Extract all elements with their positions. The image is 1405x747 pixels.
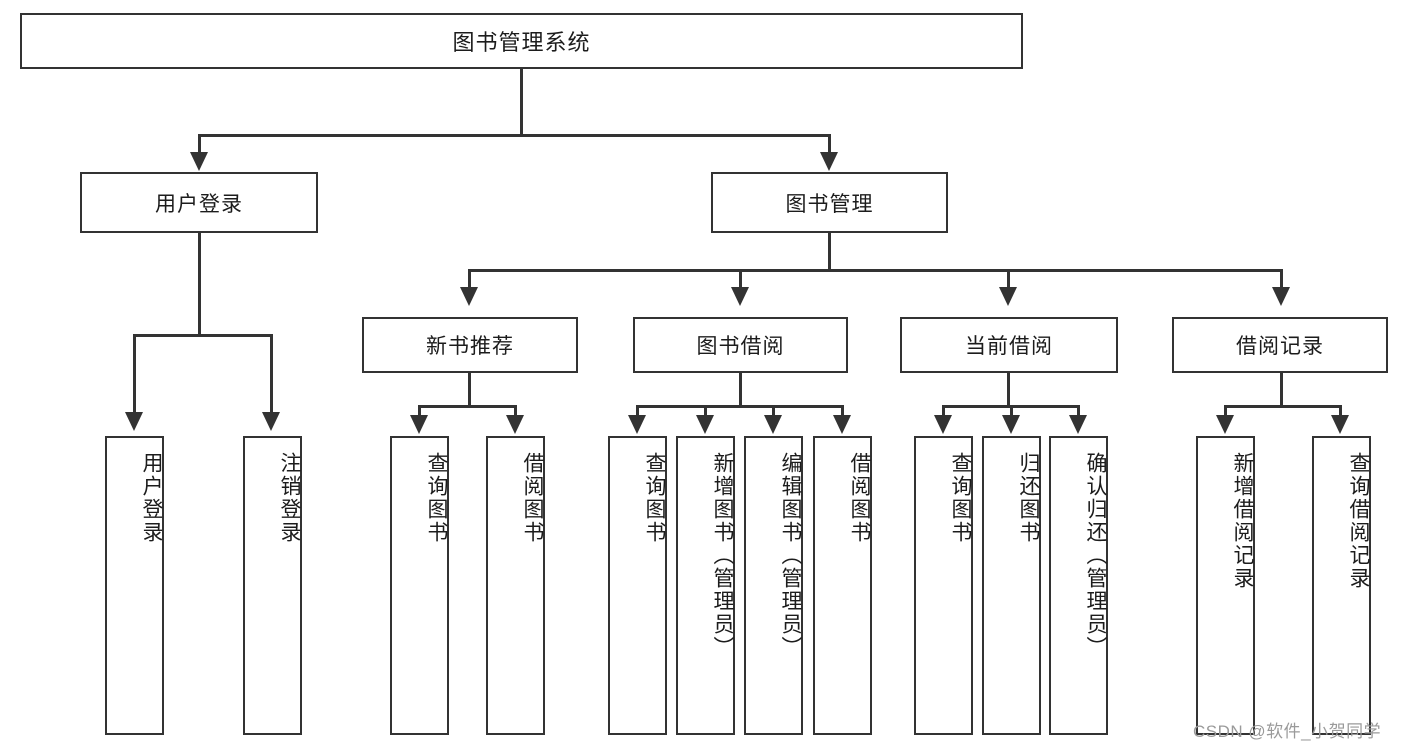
connector-borrow-record-bus xyxy=(1224,405,1341,408)
arrowhead-book-manage xyxy=(820,152,838,171)
arrowhead-leaf-user-login xyxy=(125,412,143,431)
node-label: 借阅图书 xyxy=(848,452,871,544)
connector-user-login-drop-1 xyxy=(133,334,136,414)
node-user-login[interactable]: 用户登录 xyxy=(80,172,318,233)
connector-new-book-stem xyxy=(468,373,471,407)
arrowhead-leaf-borrow-book-2 xyxy=(833,415,851,434)
leaf-confirm-return-admin[interactable]: 确认归还（管理员） xyxy=(1049,436,1108,735)
node-label: 查询借阅记录 xyxy=(1347,452,1370,590)
connector-to-book-borrow xyxy=(739,269,742,291)
arrowhead-leaf-return-book xyxy=(1002,415,1020,434)
node-label: 借阅记录 xyxy=(1236,335,1324,358)
connector-root-bus xyxy=(198,134,831,137)
arrowhead-leaf-query-book-1 xyxy=(410,415,428,434)
arrowhead-user-login xyxy=(190,152,208,171)
arrowhead-leaf-confirm-return xyxy=(1069,415,1087,434)
csdn-watermark: CSDN @软件_小贺同学 xyxy=(1193,722,1382,741)
connector-book-borrow-stem xyxy=(739,373,742,407)
connector-book-borrow-drop-3 xyxy=(772,405,775,417)
leaf-edit-book-admin[interactable]: 编辑图书（管理员） xyxy=(744,436,803,735)
arrowhead-leaf-borrow-book-1 xyxy=(506,415,524,434)
node-label: 用户登录 xyxy=(140,452,163,544)
connector-to-current-borrow xyxy=(1007,269,1010,291)
leaf-return-book[interactable]: 归还图书 xyxy=(982,436,1041,735)
arrowhead-new-book xyxy=(460,287,478,306)
leaf-logout[interactable]: 注销登录 xyxy=(243,436,302,735)
connector-new-book-bus xyxy=(418,405,516,408)
node-label: 借阅图书 xyxy=(521,452,544,544)
connector-root-to-user-login xyxy=(198,134,201,156)
connector-current-borrow-stem xyxy=(1007,373,1010,407)
connector-user-login-bus xyxy=(133,334,272,337)
node-label: 图书借阅 xyxy=(696,335,785,358)
node-label: 编辑图书（管理员） xyxy=(779,452,802,659)
connector-current-borrow-drop-2 xyxy=(1010,405,1013,417)
node-new-book-recommend[interactable]: 新书推荐 xyxy=(362,317,578,373)
node-label: 确认归还（管理员） xyxy=(1084,452,1107,659)
connector-root-stem xyxy=(520,69,523,135)
arrowhead-leaf-query-book-3 xyxy=(934,415,952,434)
node-label: 查询图书 xyxy=(425,452,448,544)
arrowhead-leaf-query-book-2 xyxy=(628,415,646,434)
leaf-add-borrow-record[interactable]: 新增借阅记录 xyxy=(1196,436,1255,735)
arrowhead-book-borrow xyxy=(731,287,749,306)
node-label: 归还图书 xyxy=(1017,452,1040,544)
connector-book-borrow-drop-4 xyxy=(841,405,844,417)
arrowhead-leaf-edit-book xyxy=(764,415,782,434)
connector-to-new-book xyxy=(468,269,471,291)
node-label: 新书推荐 xyxy=(426,335,514,358)
leaf-borrow-book-recommend[interactable]: 借阅图书 xyxy=(486,436,545,735)
leaf-borrow-book[interactable]: 借阅图书 xyxy=(813,436,872,735)
arrowhead-leaf-add-record xyxy=(1216,415,1234,434)
connector-current-borrow-drop-1 xyxy=(942,405,945,417)
connector-level3-bus xyxy=(468,269,1282,272)
arrowhead-leaf-add-book xyxy=(696,415,714,434)
connector-book-borrow-drop-2 xyxy=(704,405,707,417)
connector-borrow-record-drop-1 xyxy=(1224,405,1227,417)
connector-borrow-record-stem xyxy=(1280,373,1283,407)
connector-book-manage-stem xyxy=(828,233,831,271)
connector-to-borrow-record xyxy=(1280,269,1283,291)
node-root-system[interactable]: 图书管理系统 xyxy=(20,13,1023,69)
connector-root-to-book-manage xyxy=(828,134,831,156)
connector-user-login-drop-2 xyxy=(270,334,273,414)
leaf-query-book-recommend[interactable]: 查询图书 xyxy=(390,436,449,735)
arrowhead-borrow-record xyxy=(1272,287,1290,306)
leaf-query-book-borrow[interactable]: 查询图书 xyxy=(608,436,667,735)
node-label: 用户登录 xyxy=(155,192,243,216)
arrowhead-current-borrow xyxy=(999,287,1017,306)
connector-current-borrow-drop-3 xyxy=(1077,405,1080,417)
arrowhead-leaf-query-record xyxy=(1331,415,1349,434)
node-label: 查询图书 xyxy=(949,452,972,544)
connector-book-borrow-drop-1 xyxy=(636,405,639,417)
node-label: 新增借阅记录 xyxy=(1231,452,1254,590)
node-borrow-record[interactable]: 借阅记录 xyxy=(1172,317,1388,373)
connector-new-book-drop-2 xyxy=(514,405,517,417)
node-label: 查询图书 xyxy=(643,452,666,544)
connector-new-book-drop-1 xyxy=(418,405,421,417)
node-label: 当前借阅 xyxy=(965,335,1053,358)
node-current-borrow[interactable]: 当前借阅 xyxy=(900,317,1118,373)
arrowhead-leaf-logout xyxy=(262,412,280,431)
leaf-user-login[interactable]: 用户登录 xyxy=(105,436,164,735)
node-label: 图书管理 xyxy=(785,192,874,216)
leaf-query-book-current[interactable]: 查询图书 xyxy=(914,436,973,735)
leaf-add-book-admin[interactable]: 新增图书（管理员） xyxy=(676,436,735,735)
connector-book-borrow-bus xyxy=(636,405,844,408)
node-book-borrow[interactable]: 图书借阅 xyxy=(633,317,848,373)
connector-user-login-stem xyxy=(198,233,201,336)
node-label: 注销登录 xyxy=(278,452,301,544)
node-book-management[interactable]: 图书管理 xyxy=(711,172,948,233)
connector-borrow-record-drop-2 xyxy=(1339,405,1342,417)
leaf-query-borrow-record[interactable]: 查询借阅记录 xyxy=(1312,436,1371,735)
node-label: 新增图书（管理员） xyxy=(711,452,734,659)
node-label: 图书管理系统 xyxy=(452,30,591,55)
